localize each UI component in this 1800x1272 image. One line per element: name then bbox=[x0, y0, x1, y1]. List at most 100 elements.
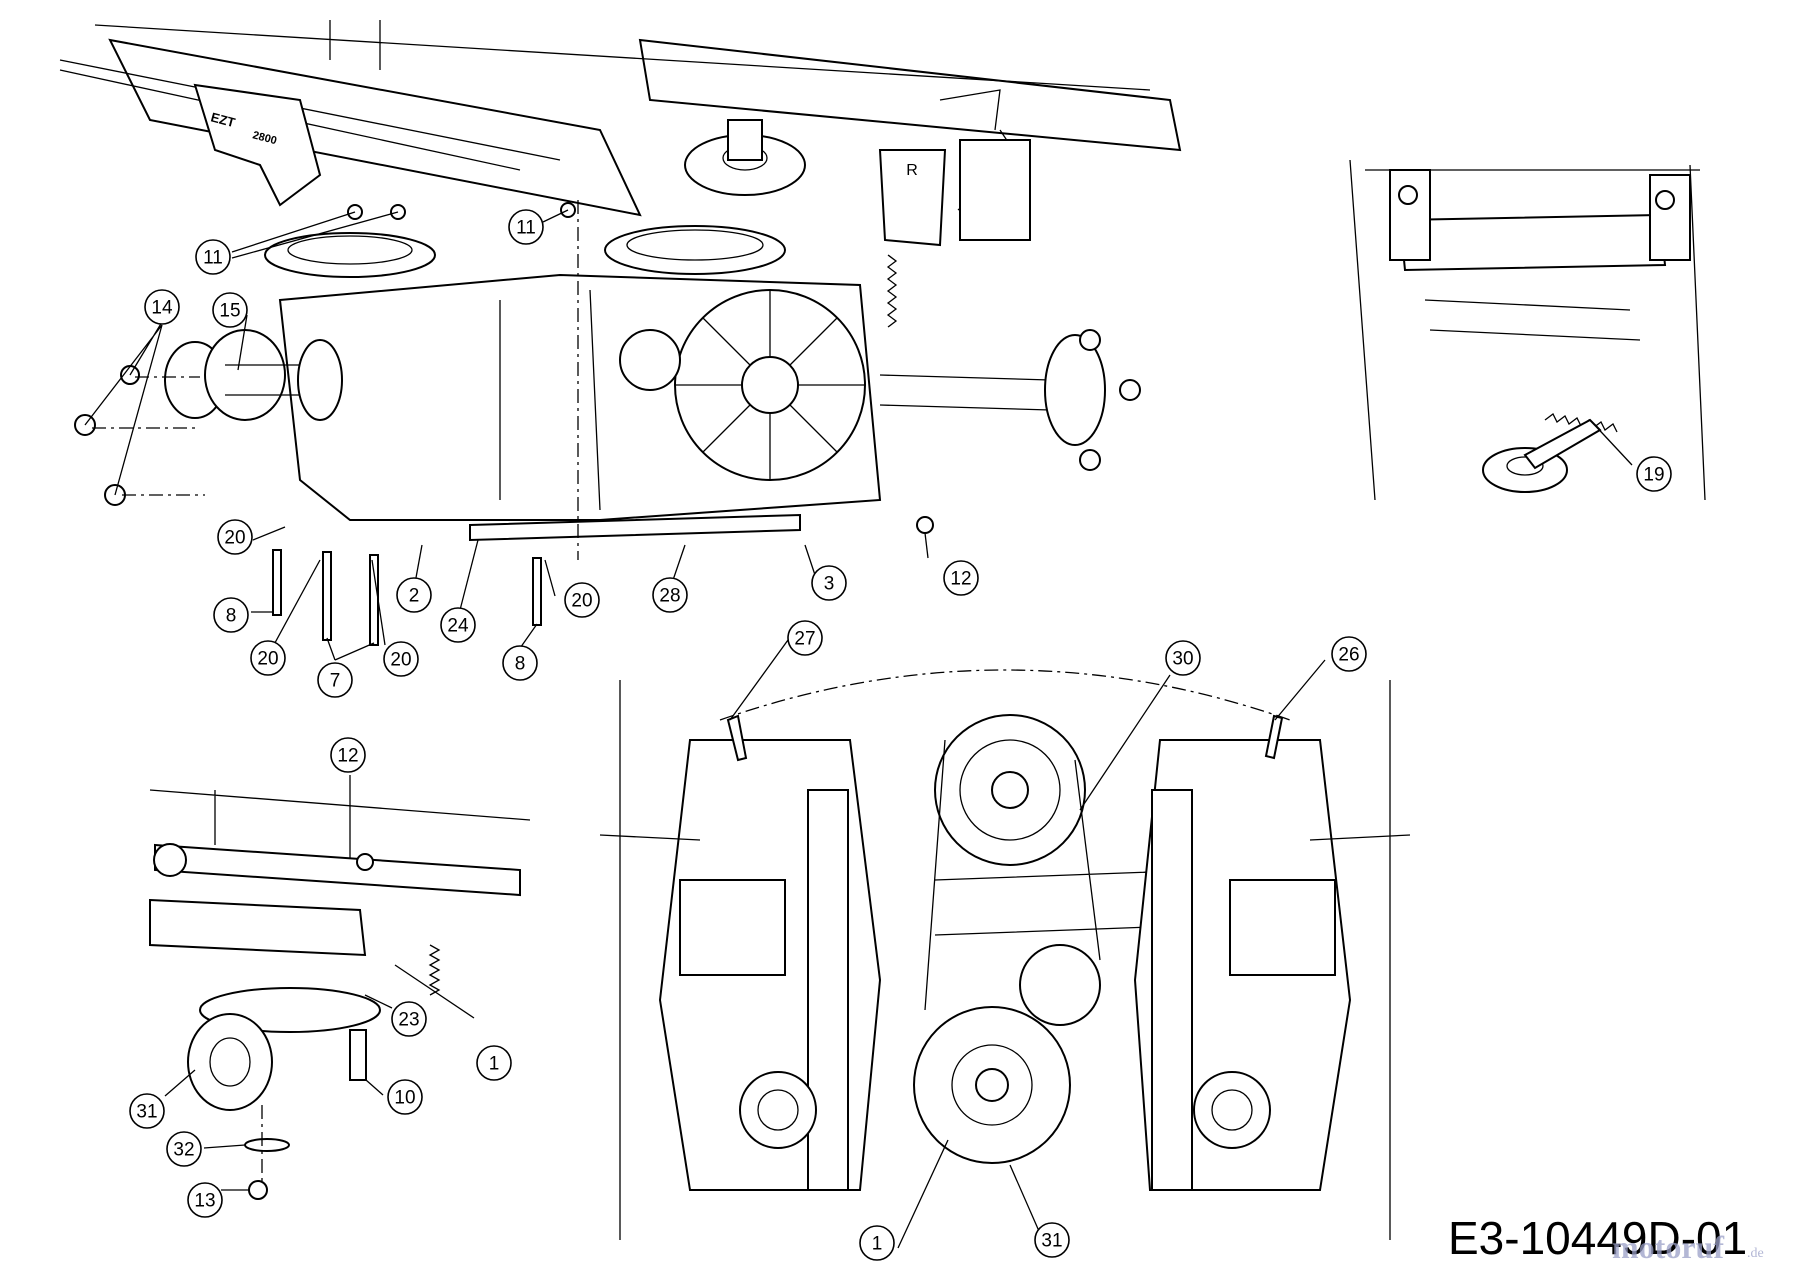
callout-circle bbox=[1331, 636, 1367, 672]
callout-circle bbox=[387, 1079, 423, 1115]
callout-circle bbox=[250, 640, 286, 676]
left-fan bbox=[264, 232, 436, 278]
idler-bolt bbox=[349, 1029, 367, 1081]
callout-number: 28 bbox=[659, 586, 680, 607]
callout-number: 1 bbox=[489, 1054, 500, 1075]
callout-circle bbox=[144, 289, 180, 325]
callout-32: 32 bbox=[166, 1131, 202, 1167]
callout-circle bbox=[1034, 1222, 1070, 1258]
callout-number: 10 bbox=[394, 1088, 415, 1109]
callout-circle bbox=[317, 662, 353, 698]
callout-12: 12 bbox=[943, 560, 979, 596]
callout-circle bbox=[502, 645, 538, 681]
callout-circle bbox=[1636, 456, 1672, 492]
callout-8: 8 bbox=[213, 597, 249, 633]
callout-23: 23 bbox=[391, 1001, 427, 1037]
callout-11: 11 bbox=[508, 209, 544, 245]
callout-circle bbox=[787, 620, 823, 656]
callout-number: 24 bbox=[447, 616, 469, 637]
detail-idler-view bbox=[149, 789, 531, 1200]
callout-circle bbox=[129, 1093, 165, 1129]
belt-guide-left bbox=[726, 714, 748, 762]
callout-13: 13 bbox=[187, 1182, 223, 1218]
callout-circle bbox=[652, 577, 688, 613]
callout-number: 1 bbox=[872, 1234, 883, 1255]
watermark-tld: .de bbox=[1747, 1246, 1764, 1261]
callout-number: 20 bbox=[257, 649, 278, 670]
callout-number: 15 bbox=[219, 301, 240, 322]
callout-number: 32 bbox=[173, 1140, 194, 1161]
callout-20: 20 bbox=[250, 640, 286, 676]
callout-circle bbox=[564, 582, 600, 618]
callout-number: 26 bbox=[1338, 645, 1359, 666]
callout-circle bbox=[195, 239, 231, 275]
callout-number: 3 bbox=[824, 574, 835, 595]
callout-28: 28 bbox=[652, 577, 688, 613]
callout-20: 20 bbox=[383, 641, 419, 677]
callout-circle bbox=[187, 1182, 223, 1218]
idler-pulley bbox=[187, 1013, 273, 1111]
callout-number: 2 bbox=[409, 586, 420, 607]
callout-number: 20 bbox=[571, 591, 592, 612]
spacer-washer bbox=[244, 1138, 290, 1152]
inset-spring-view bbox=[1349, 159, 1706, 501]
callout-14: 14 bbox=[144, 289, 180, 325]
callout-8: 8 bbox=[502, 645, 538, 681]
callout-circle bbox=[166, 1131, 202, 1167]
callout-number: 31 bbox=[136, 1102, 157, 1123]
belt-guide-right bbox=[1264, 714, 1284, 760]
leader-lines bbox=[84, 209, 1633, 1249]
callout-12: 12 bbox=[330, 737, 366, 773]
callout-number: 7 bbox=[330, 671, 341, 692]
watermark-logo: motoruf bbox=[1612, 1229, 1724, 1265]
callout-number: 13 bbox=[194, 1191, 215, 1212]
callout-number: 31 bbox=[1041, 1231, 1062, 1252]
callout-10: 10 bbox=[387, 1079, 423, 1115]
callout-circle bbox=[330, 737, 366, 773]
callout-26: 26 bbox=[1331, 636, 1367, 672]
callout-31: 31 bbox=[1034, 1222, 1070, 1258]
callout-number: 11 bbox=[516, 218, 536, 239]
callout-20: 20 bbox=[217, 519, 253, 555]
callout-circle bbox=[396, 577, 432, 613]
right-hub bbox=[1044, 334, 1106, 446]
callout-number: 23 bbox=[398, 1010, 419, 1031]
callout-15: 15 bbox=[212, 292, 248, 328]
right-fan bbox=[604, 225, 786, 275]
callout-number: 12 bbox=[337, 746, 358, 767]
pedal-bracket bbox=[878, 149, 947, 247]
callout-31: 31 bbox=[129, 1093, 165, 1129]
callout-circle bbox=[213, 597, 249, 633]
callout-circle bbox=[943, 560, 979, 596]
callout-number: 27 bbox=[794, 629, 815, 650]
callout-circle bbox=[383, 641, 419, 677]
callout-circle bbox=[217, 519, 253, 555]
callout-circle bbox=[476, 1045, 512, 1081]
callout-11: 11 bbox=[195, 239, 231, 275]
belt-routing-view bbox=[599, 669, 1411, 1240]
callout-circle bbox=[811, 565, 847, 601]
tie-rod bbox=[469, 513, 801, 542]
callout-number: 30 bbox=[1172, 649, 1193, 670]
callout-7: 7 bbox=[317, 662, 353, 698]
bracket-model-stamp: EZT bbox=[209, 109, 237, 130]
callout-number: 12 bbox=[950, 569, 971, 590]
callout-number: 19 bbox=[1643, 465, 1664, 486]
callout-circle bbox=[391, 1001, 427, 1037]
transaxle-bracket bbox=[193, 83, 322, 207]
callout-circle bbox=[859, 1225, 895, 1261]
callout-19: 19 bbox=[1636, 456, 1672, 492]
callout-circle bbox=[212, 292, 248, 328]
callout-number: 14 bbox=[151, 298, 173, 319]
callout-27: 27 bbox=[787, 620, 823, 656]
callout-24: 24 bbox=[440, 607, 476, 643]
callout-circle bbox=[440, 607, 476, 643]
callout-20: 20 bbox=[564, 582, 600, 618]
direction-mark: R bbox=[906, 162, 918, 179]
main-transaxle-view: EZT 2800 R bbox=[59, 20, 1182, 646]
callout-number: 20 bbox=[390, 650, 411, 671]
callout-2: 2 bbox=[396, 577, 432, 613]
callout-3: 3 bbox=[811, 565, 847, 601]
callout-labels: 11 11 14 15 20 8 20 7 20 2 24 20 8 28 3 12 19 27 30 26 12 1 23… bbox=[129, 209, 1672, 1261]
